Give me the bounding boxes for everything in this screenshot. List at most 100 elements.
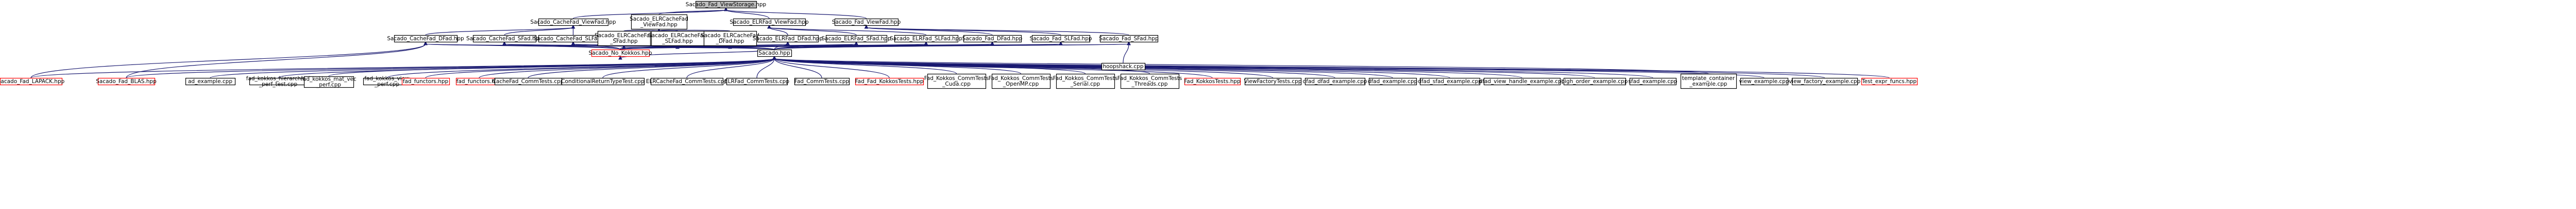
file-node-label: Sacado.hpp <box>758 50 790 56</box>
file-node-box <box>185 77 236 86</box>
file-node-testExpr: Test_expr_funcs.hpp <box>1861 77 1918 86</box>
file-node-elrCacheSL[interactable]: Sacado_ELRCacheFad_SLFad.hpp <box>648 30 707 46</box>
file-node-label: _perf.cpp <box>316 82 341 88</box>
file-node-root[interactable]: Sacado_Fad_ViewStorage.hpp <box>686 1 767 9</box>
file-node-sacado[interactable]: Sacado.hpp <box>757 49 792 57</box>
file-node-elrCacheD[interactable]: Sacado_ELRCacheFad_DFad.hpp <box>701 30 759 46</box>
file-node-label: sfad_example.cpp <box>1628 78 1677 85</box>
file-node-condRet[interactable]: ConditionalReturnTypeTest.cpp <box>561 77 645 86</box>
file-node-label: fad_functors.hpp <box>456 78 502 85</box>
file-node-box <box>1184 77 1241 86</box>
file-node-box <box>927 73 987 89</box>
file-node-box <box>1031 35 1091 43</box>
file-node-label: _Threads.cpp <box>1131 81 1168 87</box>
file-node-label: Sacado_ELRCacheFad <box>595 33 653 39</box>
file-node-label: ViewFactoryTests.cpp <box>1244 78 1302 85</box>
file-node-label: ConditionalReturnTypeTest.cpp <box>561 78 645 85</box>
file-node-elrD[interactable]: Sacado_ELRFad_DFad.hpp <box>753 35 823 43</box>
file-node-box <box>1791 77 1858 86</box>
file-node-elrCacheView[interactable]: Sacado_ELRCacheFad_ViewFad.hpp <box>630 14 688 30</box>
include-edge <box>724 7 867 19</box>
edge-layer <box>30 7 1890 78</box>
file-node-box <box>303 76 354 88</box>
file-node-label: Sacado_ELRCacheFad <box>648 33 707 39</box>
file-node-fadView[interactable]: Sacado_Fad_ViewFad.hpp <box>832 18 901 26</box>
file-node-label: Sacado_Fad_ViewFad.hpp <box>832 19 901 25</box>
file-node-box <box>631 14 688 30</box>
file-node-label: ELRCacheFad_CommTests.cpp <box>646 78 727 85</box>
file-node-cacheView[interactable]: Sacado_CacheFad_ViewFad.hpp <box>530 18 616 26</box>
file-node-templContainer[interactable]: template_container_example.cpp <box>1680 73 1737 89</box>
file-node-box <box>650 77 724 86</box>
file-node-hoopshack[interactable]: hoopshack.cpp <box>1101 62 1146 71</box>
include-edge <box>767 24 927 36</box>
file-node-label: Sacado_Fad_ViewStorage.hpp <box>686 2 767 8</box>
file-node-box <box>1483 77 1561 86</box>
file-node-fadD[interactable]: Sacado_Fad_DFad.hpp <box>962 35 1023 43</box>
file-node-label: fad_kokkos_view <box>364 76 410 82</box>
file-node-sfadEx[interactable]: sfad_example.cpp <box>1628 77 1677 86</box>
file-node-label: dfad_example.cpp <box>1368 78 1418 85</box>
file-node-kkSerial[interactable]: Fad_Kokkos_CommTests_Serial.cpp <box>1053 73 1118 89</box>
file-node-label: hoopshack.cpp <box>1103 63 1143 70</box>
file-node-cacheComm[interactable]: CacheFad_CommTests.cpp <box>493 77 564 86</box>
file-node-elrCacheComm[interactable]: ELRCacheFad_CommTests.cpp <box>646 77 727 86</box>
file-node-label: Sacado_ELRFad_SFad.hpp <box>821 36 891 42</box>
file-node-dfadViewHandle[interactable]: dfad_view_handle_example.cpp <box>1479 77 1565 86</box>
file-node-fadKokkosTests: Fad_KokkosTests.hpp <box>1184 77 1241 86</box>
file-node-dfadDfad[interactable]: dfad_dfad_example.cpp <box>1302 77 1367 86</box>
file-node-box <box>651 30 705 46</box>
file-node-fastHier[interactable]: fad_kokkos_hierarchical_perf_test.cpp <box>246 76 310 88</box>
file-node-box <box>561 77 645 86</box>
file-node-label: Fad_Kokkos_CommTests <box>989 75 1054 82</box>
file-node-label: Sacado_CacheFad_SLFad.hpp <box>534 36 613 42</box>
file-node-cacheS[interactable]: Sacado_CacheFad_SFad.hpp <box>466 35 543 43</box>
file-node-elrCacheS[interactable]: Sacado_ELRCacheFad_SFad.hpp <box>595 30 653 46</box>
file-node-box <box>963 35 1022 43</box>
file-node-label: fad_kokkos_hierarchical <box>246 76 310 82</box>
file-node-kkThreads[interactable]: Fad_Kokkos_CommTests_Threads.cpp <box>1117 73 1182 89</box>
file-node-label: _perf_test.cpp <box>259 82 298 88</box>
file-node-adExample[interactable]: ad_example.cpp <box>185 77 236 86</box>
file-node-elrView[interactable]: Sacado_ELRFad_ViewFad.hpp <box>730 18 809 26</box>
file-node-box <box>401 77 450 86</box>
file-node-fadFadKokkos: Fad_Fad_KokkosTests.hpp <box>855 77 924 86</box>
file-node-box <box>825 35 888 43</box>
file-node-fadSL[interactable]: Sacado_Fad_SLFad.hpp <box>1029 35 1092 43</box>
file-node-viewEx[interactable]: view_example.cpp <box>1739 77 1789 86</box>
file-node-label: Fad_Kokkos_CommTests <box>1117 75 1182 82</box>
file-node-dfadSfad[interactable]: dfad_sfad_example.cpp <box>1418 77 1482 86</box>
include-edge <box>425 24 575 36</box>
file-node-fadS[interactable]: Sacado_Fad_SFad.hpp <box>1099 35 1159 43</box>
file-node-label: Sacado_ELRCacheFad <box>701 33 759 39</box>
file-node-label: _SFad.hpp <box>609 38 638 44</box>
file-node-elrSL[interactable]: Sacado_ELRFad_SLFad.hpp <box>890 35 962 43</box>
file-node-fastView[interactable]: fad_kokkos_view_perf.cpp <box>363 76 412 88</box>
file-node-label: ELRFad_CommTests.cpp <box>724 78 789 85</box>
file-node-kkOmp[interactable]: Fad_Kokkos_CommTests_OpenMP.cpp <box>989 73 1054 89</box>
file-node-dfadEx[interactable]: dfad_example.cpp <box>1368 77 1418 86</box>
file-node-fastMat[interactable]: fad_kokkos_mat_vec_perf.cpp <box>301 76 357 88</box>
file-node-kkCuda[interactable]: Fad_Kokkos_CommTests_Cuda.cpp <box>924 73 989 89</box>
file-node-label: _Serial.cpp <box>1070 81 1100 87</box>
include-edge <box>772 55 890 78</box>
file-node-elrS[interactable]: Sacado_ELRFad_SFad.hpp <box>821 35 891 43</box>
file-node-fadComm[interactable]: Fad_CommTests.cpp <box>794 77 850 86</box>
file-node-blas: Sacado_Fad_BLAS.hpp <box>96 77 157 86</box>
file-node-label: CacheFad_CommTests.cpp <box>493 78 564 85</box>
file-node-box <box>834 18 899 26</box>
file-node-label: view_factory_example.cpp <box>1789 78 1861 85</box>
include-edge <box>774 41 790 50</box>
file-node-viewFactory[interactable]: ViewFactoryTests.cpp <box>1244 77 1302 86</box>
file-node-highOrder[interactable]: high_order_example.cpp <box>1561 77 1628 86</box>
file-node-box <box>733 18 806 26</box>
file-node-label: Sacado_ELRFad_ViewFad.hpp <box>730 19 809 25</box>
file-node-box <box>591 49 650 57</box>
file-node-box <box>1244 77 1302 86</box>
file-node-label: high_order_example.cpp <box>1561 78 1628 85</box>
file-node-viewFactoryEx[interactable]: view_factory_example.cpp <box>1789 77 1861 86</box>
file-node-box <box>1419 77 1481 86</box>
file-node-box <box>1368 77 1417 86</box>
file-node-elrComm[interactable]: ELRFad_CommTests.cpp <box>724 77 789 86</box>
file-node-cacheD[interactable]: Sacado_CacheFad_DFad.hpp <box>387 35 464 43</box>
